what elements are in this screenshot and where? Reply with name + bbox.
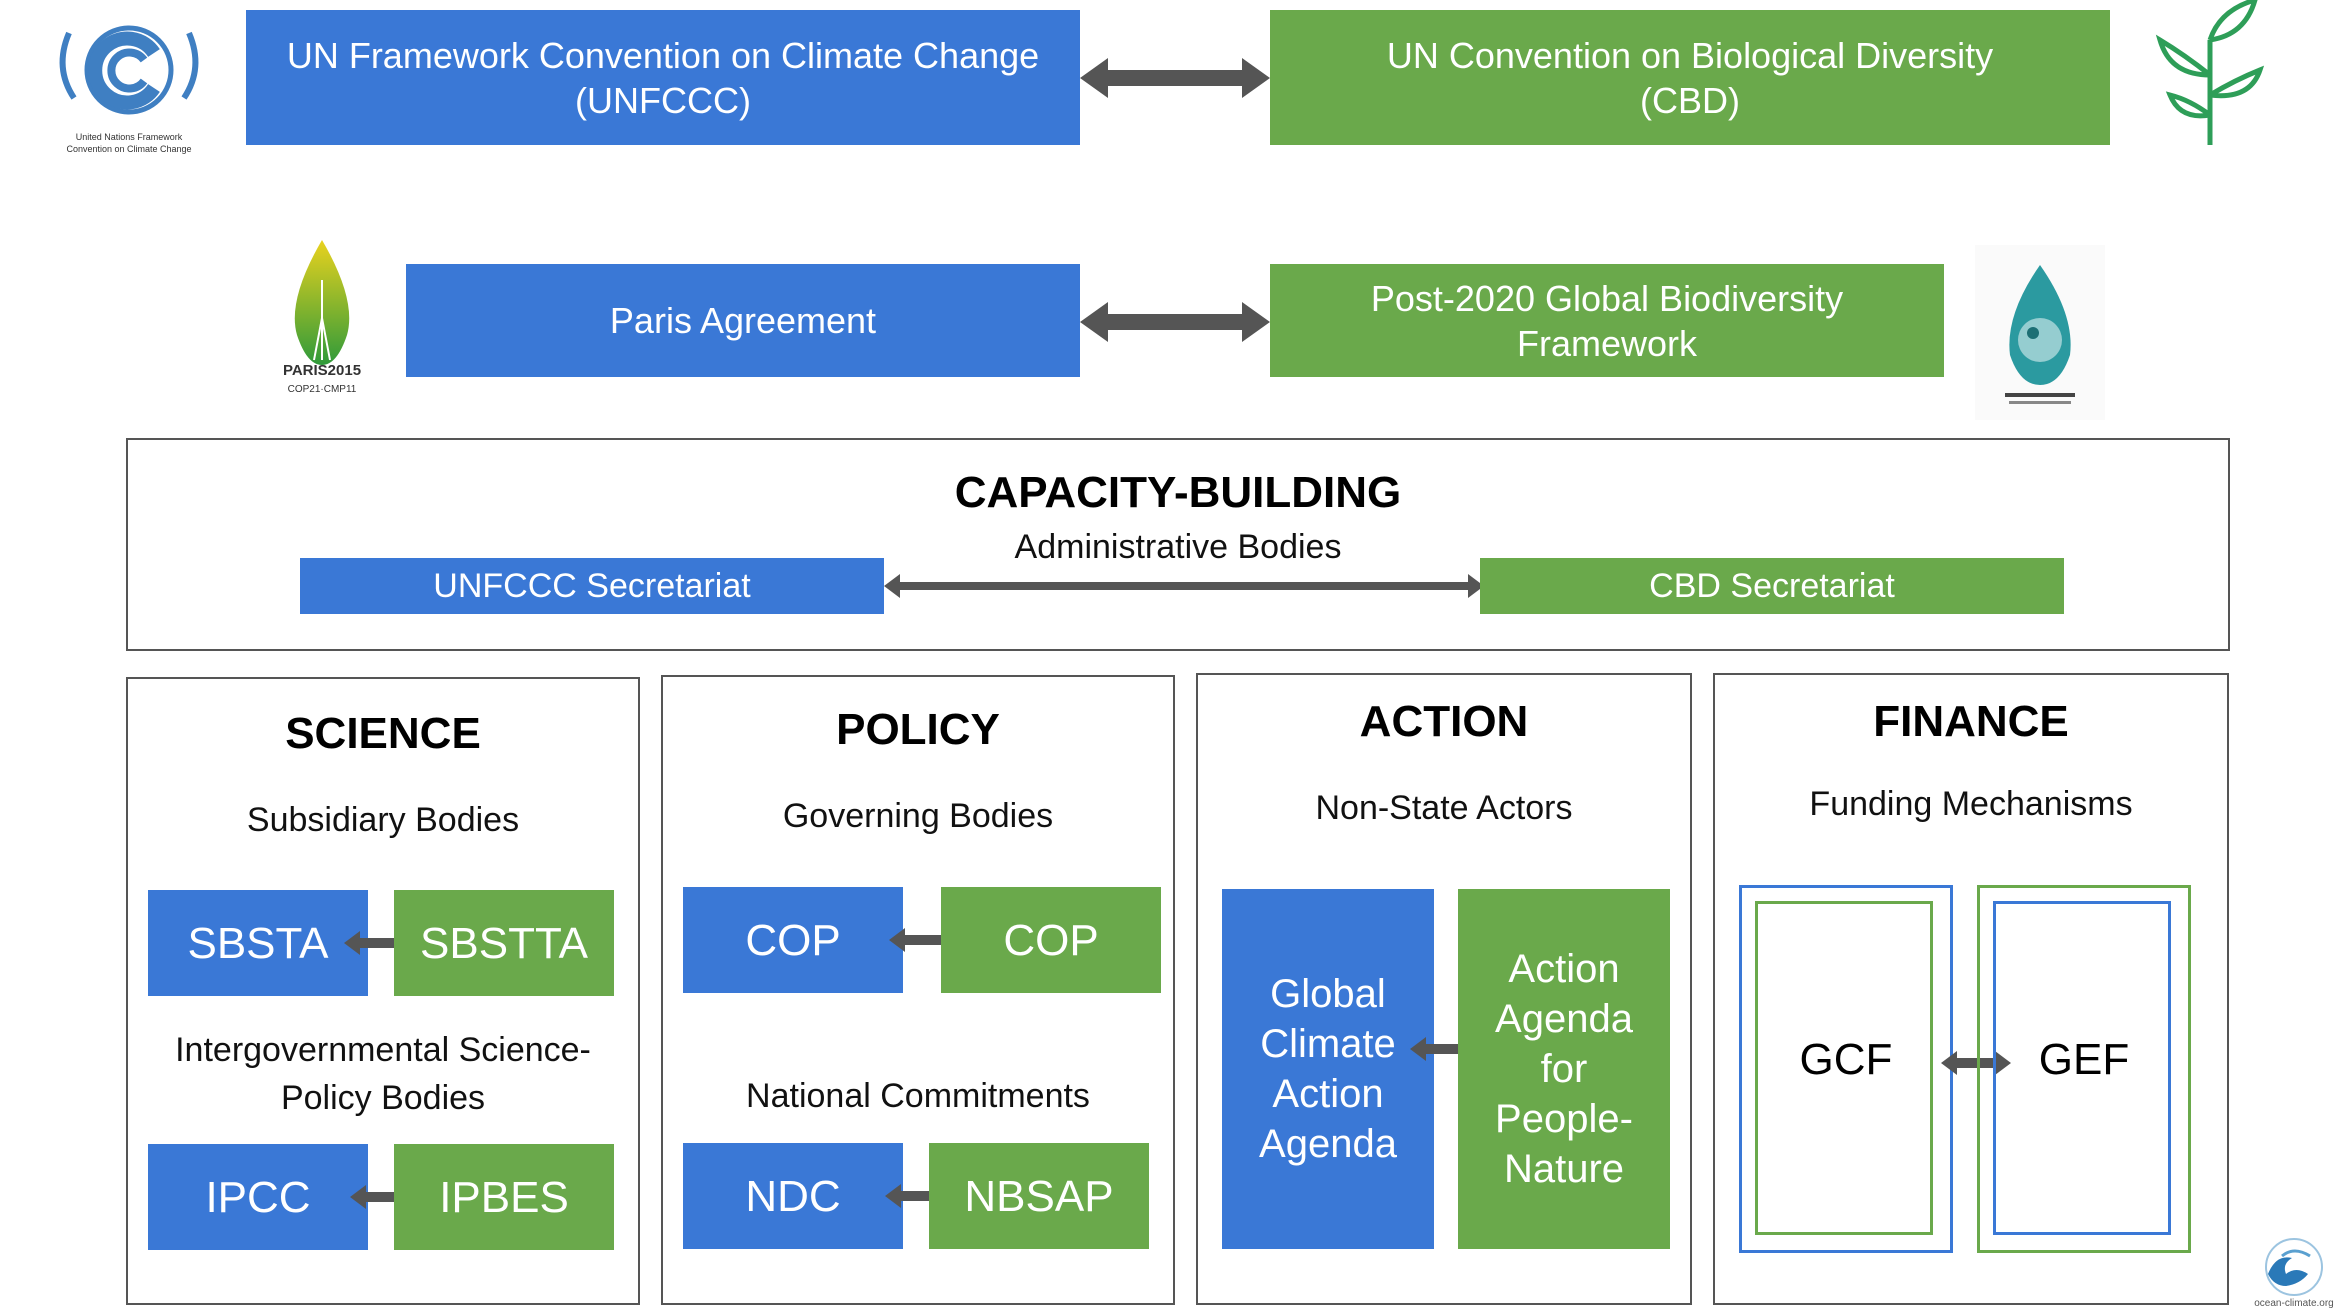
science-panel: SCIENCE Subsidiary Bodies SBSTA SBSTTA I… (126, 677, 640, 1305)
paris-leaf-icon (294, 240, 350, 365)
ocean-climate-text: ocean-climate.org (2254, 1298, 2334, 1309)
unfccc-secretariat-box: UNFCCC Secretariat (300, 558, 884, 614)
cbd-box: UN Convention on Biological Diversity (C… (1270, 10, 2110, 145)
gcf-gef-arrow (1941, 1051, 2011, 1075)
sbsta-sbstta-arrow (344, 931, 414, 955)
unfccc-logo: United Nations Framework Convention on C… (44, 8, 214, 158)
ndc-nbsap-arrow (885, 1184, 955, 1208)
action-subtitle: Non-State Actors (1315, 789, 1573, 827)
unfccc-box: UN Framework Convention on Climate Chang… (246, 10, 1080, 145)
paris-logo-text-2: COP21·CMP11 (287, 384, 357, 395)
gcf-inner-frame (1755, 901, 1933, 1235)
gef-label: GEF (2038, 1035, 2130, 1084)
finance-panel: FINANCE Funding Mechanisms GCF GEF (1713, 673, 2229, 1305)
biodiversity-cop-box: COP (941, 887, 1161, 993)
gef-inner-frame (1993, 901, 2171, 1235)
action-title: ACTION (1359, 697, 1529, 746)
ipcc-box: IPCC (148, 1144, 368, 1250)
capacity-building-panel: CAPACITY-BUILDING Administrative Bodies … (126, 438, 2230, 651)
science-subtitle: Subsidiary Bodies (246, 801, 520, 839)
cop-cop-arrow (889, 928, 959, 952)
finance-subtitle: Funding Mechanisms (1809, 785, 2133, 823)
capacity-building-title: CAPACITY-BUILDING (954, 468, 1402, 517)
policy-subtitle-2: National Commitments (746, 1077, 1090, 1115)
nbsap-box: NBSAP (929, 1143, 1149, 1249)
ipcc-ipbes-arrow (350, 1185, 420, 1209)
policy-title: POLICY (836, 705, 1000, 754)
unfccc-logo-text-1: United Nations Framework (75, 132, 183, 142)
secretariat-arrow (884, 574, 1484, 598)
paris-agreement-box: Paris Agreement (406, 264, 1080, 377)
cbd-cop-logo (1975, 245, 2105, 420)
capacity-building-subtitle: Administrative Bodies (1014, 528, 1342, 566)
science-subtitle-2: Intergovernmental Science- Policy Bodies (175, 1031, 591, 1117)
climate-cop-box: COP (683, 887, 903, 993)
cbd-logo (2150, 0, 2270, 150)
action-agenda-people-nature-box: Action Agenda for People- Nature (1458, 889, 1670, 1249)
action-panel: ACTION Non-State Actors Global Climate A… (1196, 673, 1692, 1305)
policy-panel: POLICY Governing Bodies COP COP National… (661, 675, 1175, 1305)
science-title: SCIENCE (285, 709, 481, 758)
biodiversity-conference-emblem-icon (2005, 265, 2075, 404)
unfccc-emblem-icon (59, 25, 199, 115)
cbd-leaf-icon (2155, 0, 2265, 145)
unfccc-cbd-arrow (1080, 58, 1270, 98)
ndc-box: NDC (683, 1143, 903, 1249)
ocean-wave-icon (2265, 1238, 2323, 1296)
cbd-secretariat-box: CBD Secretariat (1480, 558, 2064, 614)
gef-outer-frame (1977, 885, 2191, 1253)
ipbes-box: IPBES (394, 1144, 614, 1250)
paris-logo-text-1: PARIS2015 (282, 362, 362, 379)
paris-logo: PARIS2015 COP21·CMP11 (272, 240, 372, 405)
sbstta-box: SBSTTA (394, 890, 614, 996)
global-climate-action-agenda-box: Global Climate Action Agenda (1222, 889, 1434, 1249)
unfccc-logo-text-2: Convention on Climate Change (66, 144, 192, 154)
finance-title: FINANCE (1873, 697, 2069, 746)
ocean-climate-logo: ocean-climate.org (2252, 1236, 2336, 1314)
gcf-label: GCF (1799, 1035, 1893, 1084)
action-agendas-arrow (1410, 1037, 1480, 1061)
sbsta-box: SBSTA (148, 890, 368, 996)
gbf-box: Post-2020 Global Biodiversity Framework (1270, 264, 1944, 377)
paris-gbf-arrow (1080, 302, 1270, 342)
policy-subtitle: Governing Bodies (782, 797, 1054, 835)
